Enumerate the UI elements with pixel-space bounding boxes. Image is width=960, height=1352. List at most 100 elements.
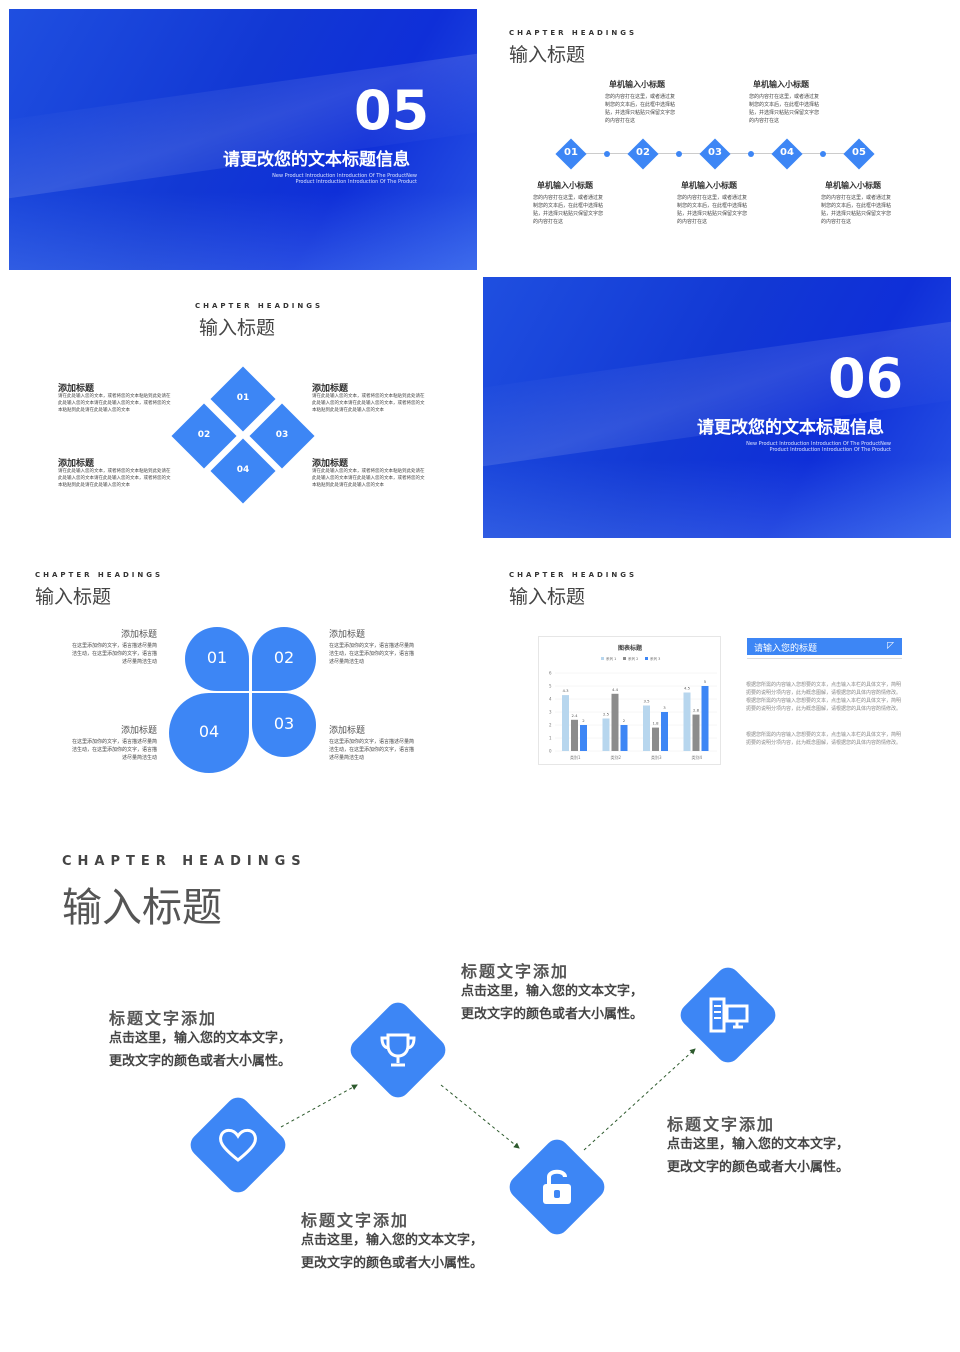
step-number: 04 — [780, 147, 794, 158]
y-tick-label: 0 — [549, 749, 552, 754]
process-text: 点击这里，输入您的文本文字，更改文字的颜色或者大小属性。 — [667, 1137, 850, 1175]
paragraph-1: 根据您所需的内容输入您想要的文本，点击输入本栏的具体文字，简明扼要的说明分项内容… — [746, 682, 902, 712]
chapter-label: CHAPTER HEADINGS — [62, 854, 307, 869]
data-label: 5 — [704, 679, 707, 684]
diamond-number: 04 — [236, 465, 250, 475]
chapter-label: CHAPTER HEADINGS — [195, 302, 324, 310]
heart-icon — [219, 1128, 257, 1162]
chapter-label: CHAPTER HEADINGS — [509, 29, 638, 37]
data-label: 1.8 — [652, 721, 659, 726]
petal-number: 01 — [206, 648, 228, 667]
item-heading: 添加标题 — [58, 384, 95, 394]
item-text: 请在此处输入您的文本，或者将您的文本粘贴到此处请在此处输入您的文本请在此处输入您… — [312, 394, 425, 413]
step-subtitle: 单机输入小标题 — [609, 80, 665, 89]
step-text: 您的内容打在这里，或者通过复制您的文本后，在此框中选择粘贴，并选择只粘贴只保留文… — [533, 195, 604, 225]
slide-06-section: 06 请更改您的文本标题信息 New Product Introduction … — [483, 277, 951, 538]
data-label: 3 — [663, 705, 666, 710]
computer-icon — [709, 997, 749, 1033]
process-heading: 标题文字添加 — [109, 1009, 218, 1028]
chapter-label: CHAPTER HEADINGS — [35, 571, 164, 579]
step-text: 您的内容打在这里，或者通过复制您的文本后，在此框中选择粘贴，并选择只粘贴只保留文… — [605, 94, 676, 124]
bar — [701, 686, 709, 751]
x-tick-label: 类别4 — [691, 754, 702, 760]
y-tick-label: 4 — [549, 697, 552, 702]
data-label: 2 — [623, 718, 626, 723]
item-heading: 添加标题 — [120, 630, 157, 640]
y-tick-label: 6 — [549, 671, 552, 676]
data-label: 2.8 — [693, 708, 700, 713]
title-box[interactable]: 请输入您的标题 ◸ — [747, 638, 902, 655]
data-label: 4.4 — [612, 687, 619, 692]
y-tick-label: 5 — [549, 684, 552, 689]
title-box-text: 请输入您的标题 — [754, 644, 818, 654]
process-text: 点击这里，输入您的文本文字，更改文字的颜色或者大小属性。 — [109, 1031, 292, 1069]
legend-label: 系列 3 — [650, 656, 660, 661]
item-text: 请在此处输入您的文本，或者将您的文本粘贴到此处请在此处输入您的文本请在此处输入您… — [58, 469, 171, 488]
item-heading: 添加标题 — [329, 630, 366, 640]
step-number: 05 — [852, 147, 866, 158]
item-heading: 添加标题 — [312, 459, 349, 469]
diamond-number: 01 — [236, 393, 250, 403]
timeline-dot — [748, 151, 754, 157]
corner-triangle-icon: ◸ — [887, 641, 894, 651]
y-tick-label: 3 — [549, 710, 552, 715]
section-number: 06 — [828, 347, 904, 410]
slide-heading: 输入标题 — [62, 885, 222, 931]
process-text: 点击这里，输入您的文本文字，更改文字的颜色或者大小属性。 — [301, 1233, 484, 1271]
timeline-dot — [820, 151, 826, 157]
lock-icon — [543, 1169, 571, 1204]
bar — [562, 695, 569, 751]
slide-05-section: 05 请更改您的文本标题信息 New Product Introduction … — [9, 9, 477, 270]
petal-number: 03 — [273, 714, 295, 733]
step-number: 02 — [636, 147, 650, 158]
slide-heading: 输入标题 — [199, 317, 276, 339]
y-tick-label: 2 — [549, 723, 552, 728]
slide-heading: 输入标题 — [509, 44, 586, 66]
process-text: 点击这里，输入您的文本文字，更改文字的颜色或者大小属性。 — [461, 984, 644, 1022]
dashed-connectors — [280, 1048, 696, 1151]
timeline-dot — [604, 151, 610, 157]
section-subtitle: New Product Introduction Introduction Of… — [272, 173, 417, 185]
paragraph-2: 根据您所需的内容输入您想要的文本，点击输入本栏的具体文字，简明扼要的说明分项内容… — [746, 732, 902, 746]
section-title: 请更改您的文本标题信息 — [697, 418, 884, 438]
step-subtitle: 单机输入小标题 — [753, 80, 809, 89]
item-heading: 添加标题 — [120, 726, 157, 736]
bar — [611, 693, 619, 751]
data-label: 2.4 — [571, 713, 578, 718]
item-text: 请在此处输入您的文本，或者将您的文本粘贴到此处请在此处输入您的文本请在此处输入您… — [58, 394, 171, 413]
bar — [580, 725, 587, 751]
data-label: 4.5 — [684, 686, 691, 691]
item-heading: 添加标题 — [329, 726, 366, 736]
item-heading: 添加标题 — [312, 384, 349, 394]
data-label: 4.3 — [562, 688, 569, 693]
legend-label: 系列 2 — [628, 656, 638, 661]
chart-title: 图表标题 — [618, 644, 643, 652]
item-text: 在这里添加你的文字，语言描述尽量简洁生动，在这里添加你的文字，语言描述尽量简洁生… — [71, 643, 157, 665]
bar — [620, 725, 628, 751]
step-number: 03 — [708, 147, 722, 158]
x-tick-label: 类别3 — [651, 754, 662, 760]
step-subtitle: 单机输入小标题 — [681, 181, 737, 190]
petal-04 — [169, 693, 249, 773]
petal-number: 02 — [273, 648, 295, 667]
process-heading: 标题文字添加 — [461, 962, 570, 981]
process-heading: 标题文字添加 — [301, 1211, 410, 1230]
diamond-number: 02 — [197, 430, 211, 440]
timeline-dot — [676, 151, 682, 157]
step-text: 您的内容打在这里，或者通过复制您的文本后，在此框中选择粘贴，并选择只粘贴只保留文… — [677, 195, 748, 225]
item-text: 在这里添加你的文字，语言描述尽量简洁生动，在这里添加你的文字，语言描述尽量简洁生… — [329, 643, 415, 665]
step-text: 您的内容打在这里，或者通过复制您的文本后，在此框中选择粘贴，并选择只粘贴只保留文… — [749, 94, 820, 124]
petal-02 — [252, 627, 316, 691]
chapter-label: CHAPTER HEADINGS — [509, 571, 638, 579]
title-underline — [747, 658, 902, 659]
item-text: 请在此处输入您的文本，或者将您的文本粘贴到此处请在此处输入您的文本请在此处输入您… — [312, 469, 425, 488]
bar — [643, 705, 650, 751]
petal-03 — [252, 693, 316, 757]
y-tick-label: 1 — [549, 736, 552, 741]
